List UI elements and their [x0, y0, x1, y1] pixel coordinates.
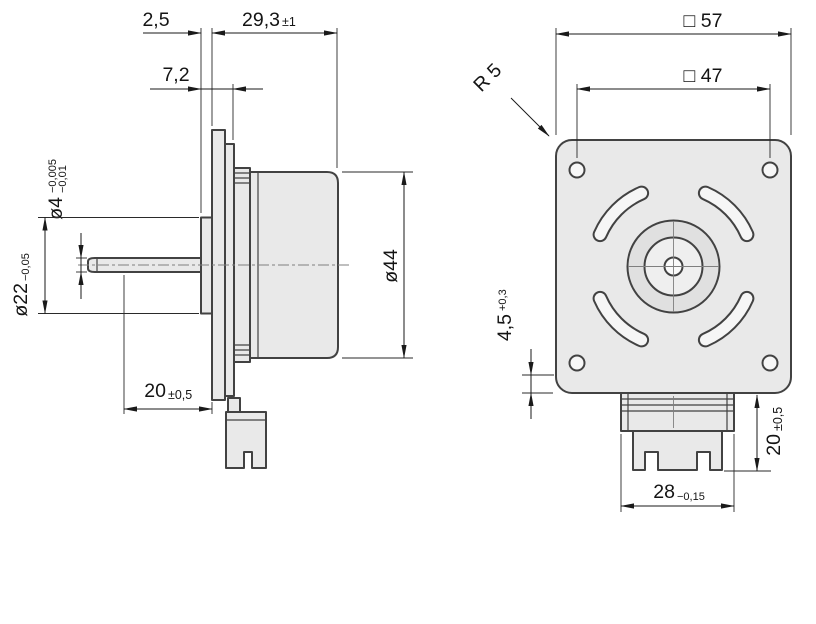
front-connector-lip-lines: [627, 393, 728, 431]
dim-edge-to-slot-tol: +0,3: [497, 289, 509, 311]
dim-body-length-value: 29,3: [242, 9, 280, 31]
dim-connector-width: 28 −0,15: [620, 434, 735, 512]
dimensions: 2,5 29,3 ±1 7,2 ø4 −0,005: [10, 9, 792, 512]
dim-outer-square: □ 57: [555, 10, 792, 135]
dim-flange-offset: 2,5: [142, 9, 213, 213]
dim-pattern-square: □ 47: [576, 65, 771, 158]
dim-front-depth-value: 7,2: [162, 64, 189, 86]
rib-lines: [234, 172, 250, 356]
mounting-hole-bottom-right: [761, 354, 779, 372]
front-connector-bottom-outline: [632, 430, 723, 471]
pilot-boss-outline: [200, 216, 213, 315]
dim-edge-to-slot: 4,5 +0,3: [494, 289, 554, 419]
front-plate-outline: [224, 143, 235, 397]
dim-body-dia: ø44: [342, 171, 413, 359]
dim-corner-radius-value: R 5: [469, 59, 506, 96]
dim-shaft-length-value: 20: [144, 380, 166, 402]
dim-body-length-tol: ±1: [282, 15, 296, 29]
dim-shaft-dia-tol-lower: −0,01: [57, 165, 69, 193]
dim-shaft-length-tol: ±0,5: [168, 388, 192, 402]
dim-pilot-dia-tol: −0,05: [20, 253, 32, 281]
dim-corner-radius: R 5: [469, 59, 550, 137]
dim-body-dia-value: ø44: [380, 249, 402, 283]
dim-shaft-dia-value: ø4: [45, 197, 67, 220]
side-connector-outline: [225, 411, 267, 469]
dim-pilot-dia: ø22 −0,05: [10, 216, 199, 317]
vent-slot-bottom-right-inner: [699, 292, 753, 346]
dim-connector-height-value: 20: [763, 434, 785, 456]
dim-connector-width-value: 28: [653, 481, 675, 503]
dim-outer-square-value: □ 57: [684, 10, 723, 32]
dim-flange-offset-value: 2,5: [142, 9, 169, 31]
front-view: [555, 139, 792, 471]
front-connector-rib-lines: [621, 398, 734, 412]
dim-shaft-dia: ø4 −0,005 −0,01: [45, 159, 87, 299]
dim-body-length: 29,3 ±1: [211, 9, 338, 168]
dim-connector-height: 20 ±0,5: [724, 394, 785, 472]
dim-connector-width-tol: −0,15: [677, 491, 705, 503]
vent-slot-top-right-inner: [699, 187, 753, 241]
dim-pilot-dia-value: ø22: [10, 283, 32, 317]
mounting-hole-top-left: [568, 161, 586, 179]
vent-slot-top-left-inner: [594, 187, 648, 241]
dim-edge-to-slot-value: 4,5: [494, 314, 516, 341]
mounting-hole-bottom-left: [568, 354, 586, 372]
vent-slots: [592, 185, 755, 348]
vent-slot-bottom-left-inner: [594, 292, 648, 346]
dim-shaft-length: 20 ±0,5: [123, 275, 213, 414]
side-view: [78, 129, 350, 469]
mounting-hole-top-right: [761, 161, 779, 179]
connector-neck-outline: [227, 397, 241, 413]
dim-front-depth: 7,2: [150, 64, 263, 140]
dim-connector-height-tol: ±0,5: [771, 407, 785, 431]
dim-pattern-square-value: □ 47: [684, 65, 723, 87]
dim-shaft-dia-tol-upper: −0,005: [47, 159, 59, 193]
